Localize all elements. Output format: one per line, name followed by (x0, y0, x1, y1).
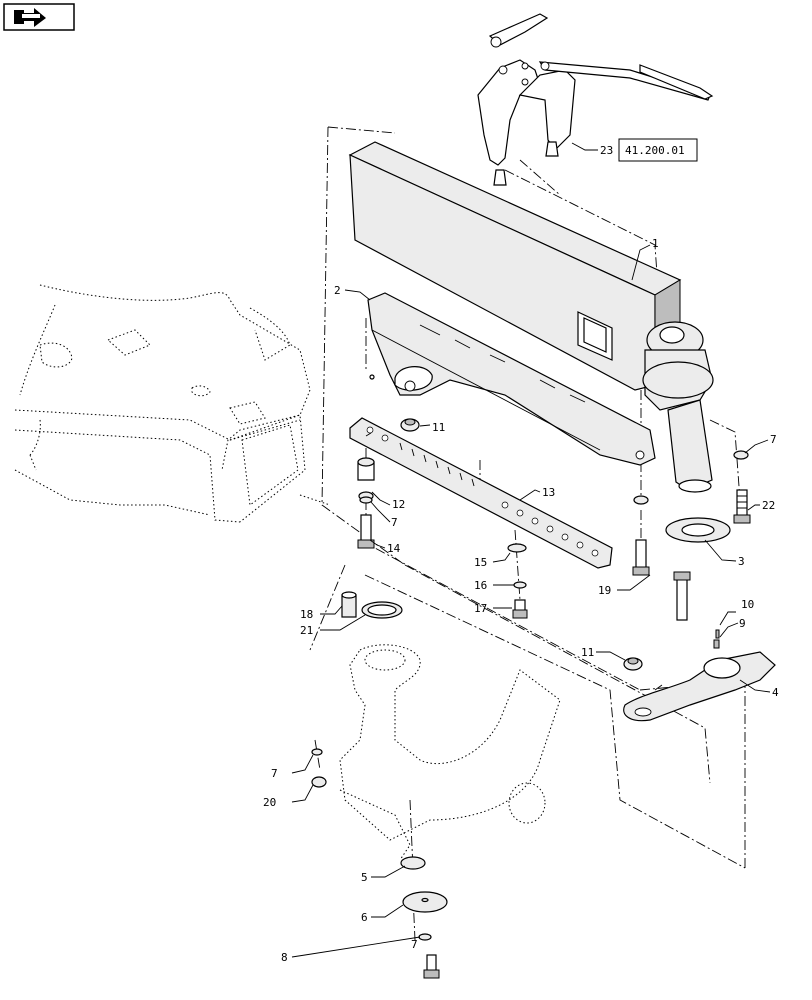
callout-16[interactable]: 16 (474, 579, 487, 592)
bolt-under-beam (632, 495, 650, 576)
nut-20 (311, 748, 327, 788)
callout-3[interactable]: 3 (738, 555, 745, 568)
disc-6 (402, 891, 448, 913)
callout-13[interactable]: 13 (542, 486, 555, 499)
callout-18[interactable]: 18 (300, 608, 313, 621)
bolt-19 (673, 571, 691, 621)
bushing-18 (341, 591, 357, 618)
washer-5 (400, 856, 426, 870)
callout-11-top[interactable]: 11 (432, 421, 445, 434)
callout-6[interactable]: 6 (361, 911, 368, 924)
callout-11-lower[interactable]: 11 (581, 646, 594, 659)
callout-8[interactable]: 8 (281, 951, 288, 964)
slotted-strip (349, 417, 613, 569)
steering-knuckle-outline (339, 644, 561, 861)
reference-link-box[interactable]: 41.200.01 (618, 138, 698, 162)
thrust-washer (665, 517, 731, 543)
washer-15-16-17 (507, 543, 528, 619)
steering-bracket (477, 13, 714, 186)
callout-10[interactable]: 10 (741, 598, 754, 611)
grease-fitting-9-10 (713, 629, 720, 649)
callout-4[interactable]: 4 (772, 686, 779, 699)
nav-arrow-button[interactable] (3, 3, 75, 31)
axle-housing-outline (14, 284, 331, 523)
bolt-14 (357, 457, 375, 549)
rail-bracket (367, 292, 656, 466)
callout-14[interactable]: 14 (387, 542, 401, 555)
leader-lines (291, 142, 771, 958)
callout-12[interactable]: 12 (392, 498, 405, 511)
axle-beam (348, 141, 714, 493)
callout-7-left[interactable]: 7 (271, 767, 278, 780)
bolt-22 (733, 450, 751, 524)
callout-labels: 1 2 3 4 5 6 7 7 7 7 8 9 10 11 11 12 13 1… (263, 144, 779, 964)
callout-23[interactable]: 23 (600, 144, 613, 157)
callout-5[interactable]: 5 (361, 871, 368, 884)
seal-ring-21 (361, 601, 403, 619)
callout-21[interactable]: 21 (300, 624, 313, 637)
washer-12-7 (359, 496, 373, 504)
nut-11-top (400, 418, 420, 432)
washer-7-lower (418, 933, 432, 941)
arrow-right-icon (14, 8, 46, 27)
callout-19[interactable]: 19 (598, 584, 611, 597)
callout-7-bottom[interactable]: 7 (411, 938, 418, 951)
reference-label: 41.200.01 (625, 144, 685, 157)
bolt-8 (423, 954, 440, 979)
callout-1[interactable]: 1 (652, 237, 659, 250)
callout-7-right[interactable]: 7 (770, 433, 777, 446)
callout-17[interactable]: 17 (474, 602, 487, 615)
nut-11-lower (623, 657, 643, 671)
callout-9[interactable]: 9 (739, 617, 746, 630)
callout-2[interactable]: 2 (334, 284, 341, 297)
callout-7-strip[interactable]: 7 (391, 516, 398, 529)
callout-22[interactable]: 22 (762, 499, 775, 512)
callout-20[interactable]: 20 (263, 796, 276, 809)
callout-15[interactable]: 15 (474, 556, 487, 569)
steering-arm (623, 651, 776, 722)
